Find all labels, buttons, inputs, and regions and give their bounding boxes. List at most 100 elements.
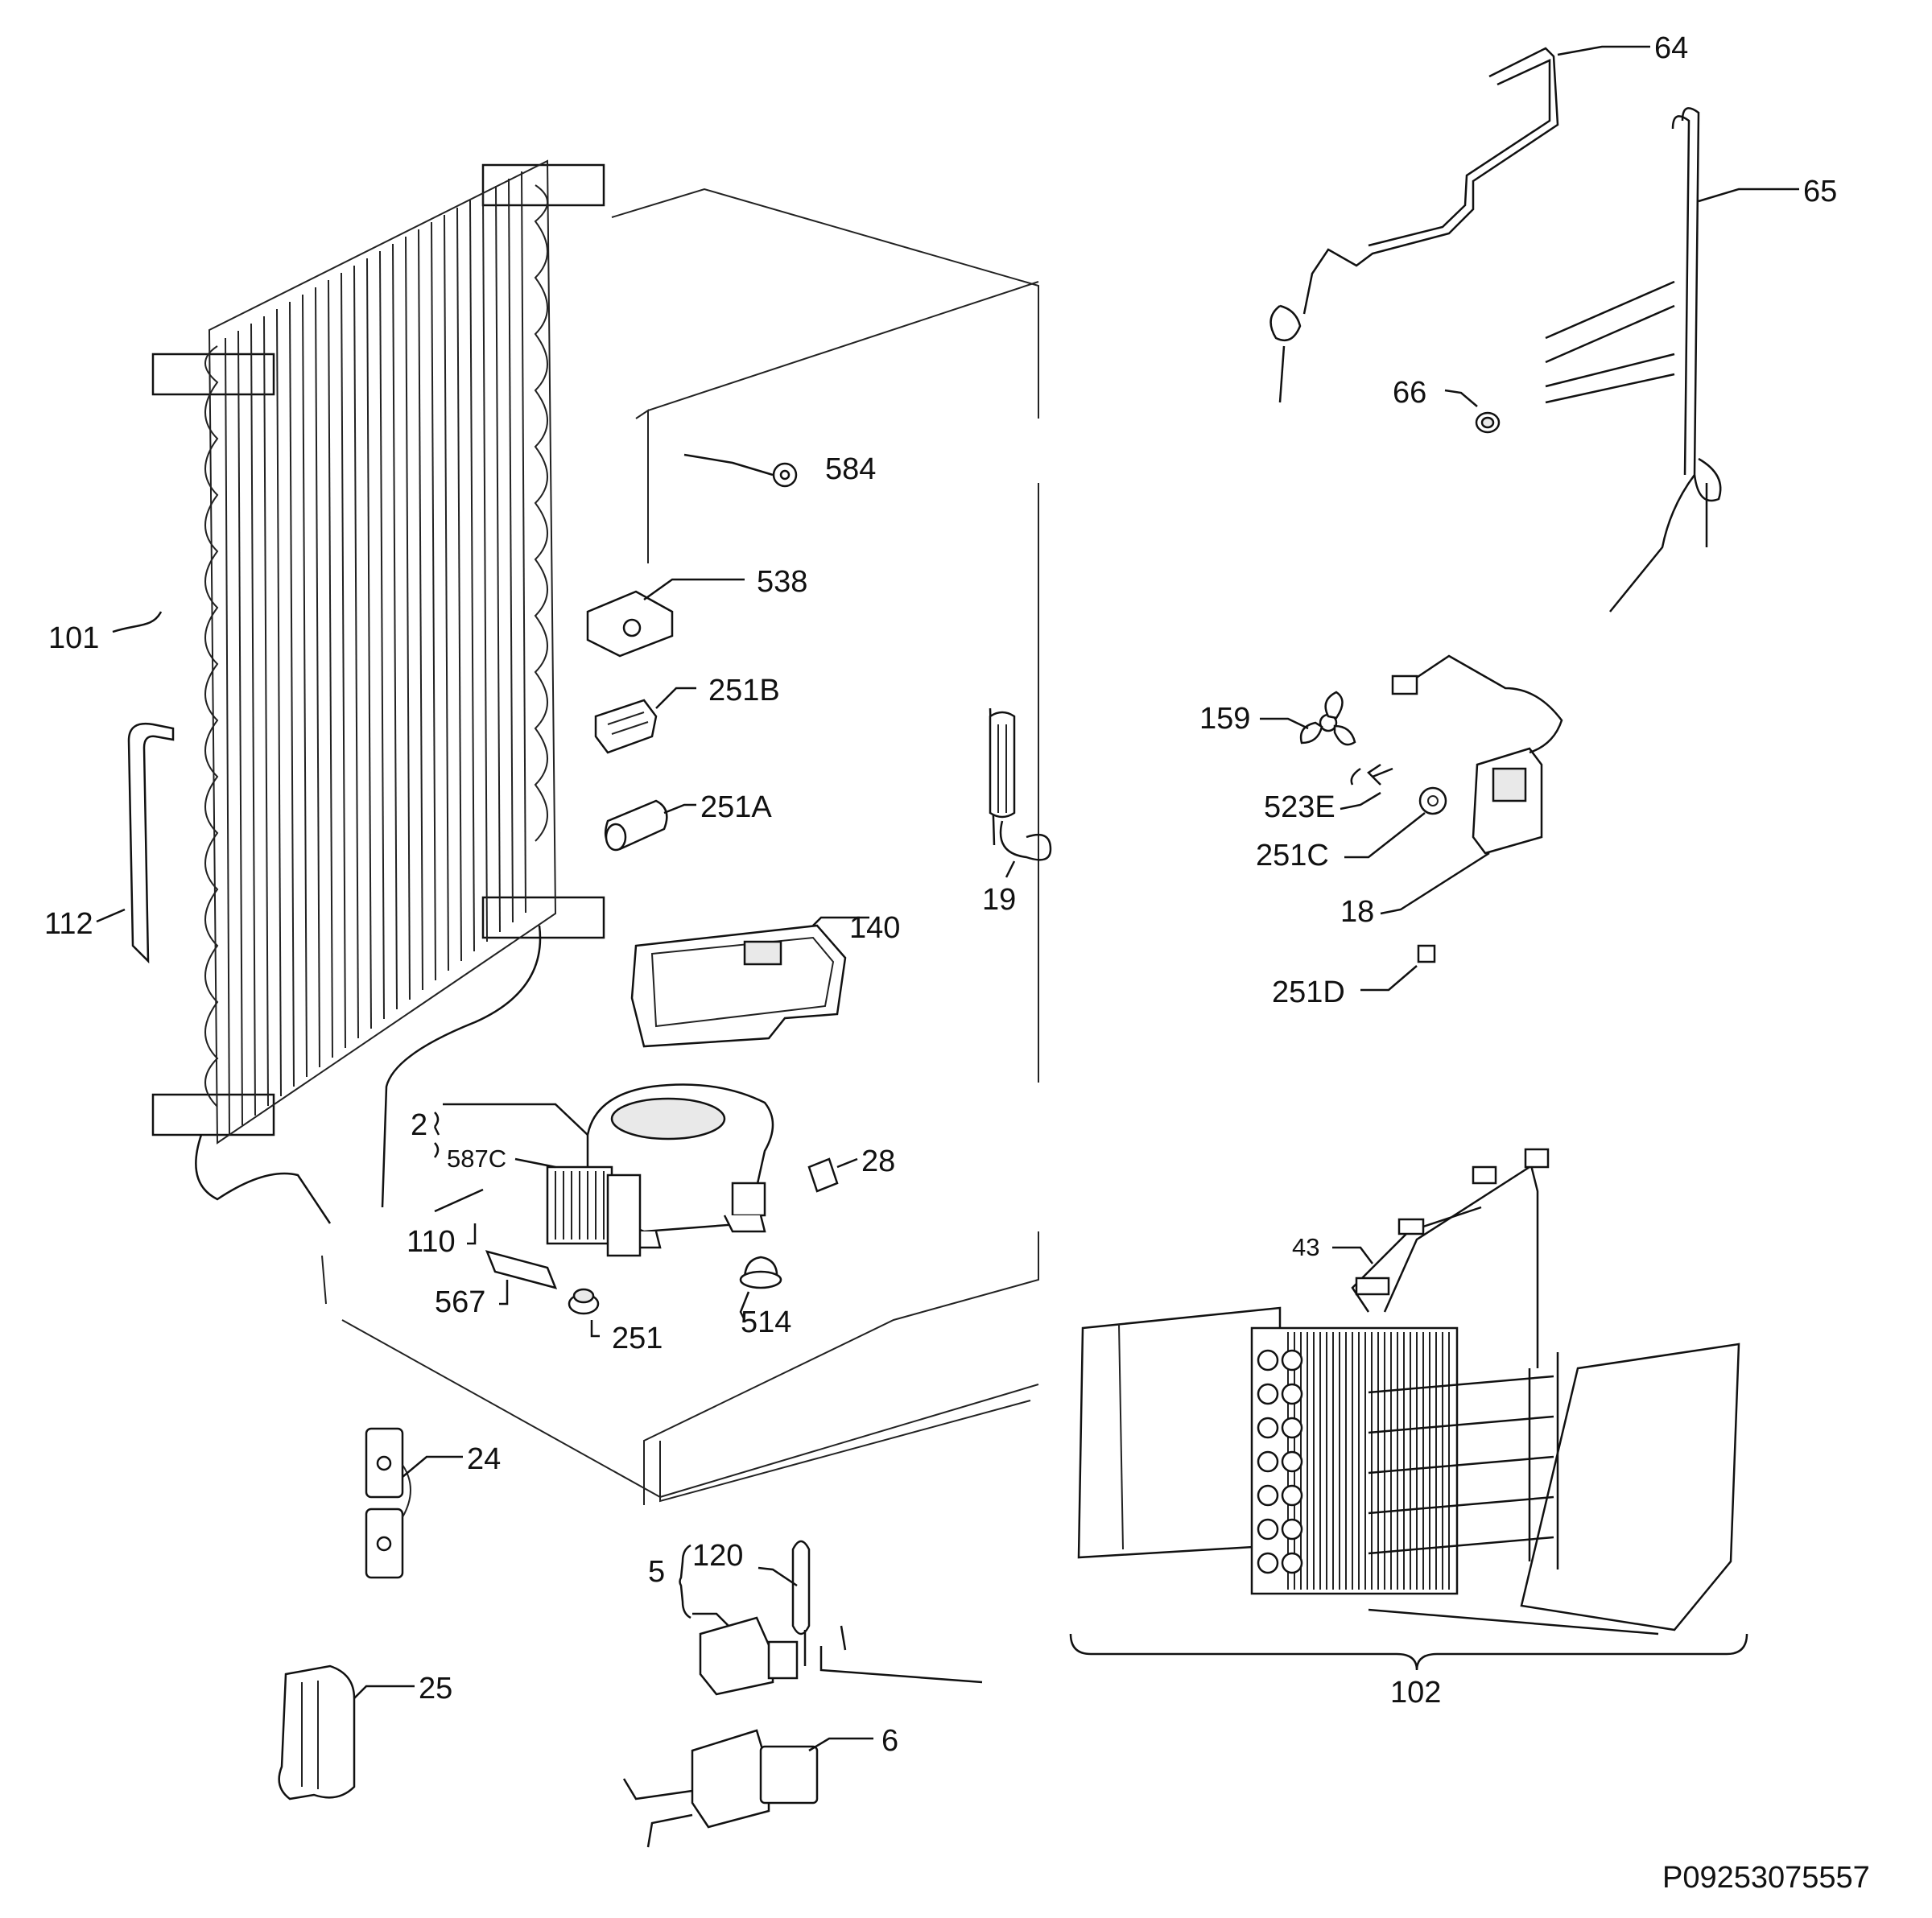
leader-514: [739, 1291, 750, 1321]
condenser-wire: [341, 272, 346, 1049]
leader-28: [836, 1157, 858, 1169]
label-110: 110: [407, 1225, 456, 1259]
condenser-101: [151, 159, 605, 1224]
leader-120: [758, 1566, 798, 1587]
label-66: 66: [1393, 376, 1426, 410]
label-43: 43: [1292, 1233, 1319, 1261]
fan-motor-18: [1391, 654, 1563, 855]
label-102: 102: [1390, 1676, 1441, 1710]
label-2: 2: [411, 1108, 427, 1142]
evaporator-tube-end: [1257, 1484, 1279, 1507]
label-514: 514: [741, 1305, 791, 1339]
label-18: 18: [1340, 895, 1374, 929]
label-587C: 587C: [447, 1145, 506, 1173]
condenser-wire: [328, 279, 333, 1058]
relay-587C: [546, 1165, 642, 1257]
evaporator-tube-end: [1281, 1383, 1303, 1405]
cover-25: [278, 1664, 356, 1800]
leader-251C: [1344, 812, 1426, 859]
leader-43: [1332, 1246, 1373, 1264]
label-24: 24: [467, 1442, 501, 1476]
condenser-wire: [418, 229, 423, 991]
label-251A: 251A: [700, 790, 772, 824]
condenser-wire: [237, 330, 243, 1126]
evaporator-tube-end: [1281, 1417, 1303, 1439]
condenser-wire: [276, 308, 282, 1097]
evaporator-102: [1077, 1148, 1740, 1635]
label-159: 159: [1199, 702, 1250, 736]
label-584: 584: [825, 452, 876, 486]
condenser-wire: [263, 316, 269, 1107]
bracket-24: [365, 1427, 411, 1579]
label-6: 6: [881, 1724, 898, 1758]
condenser-wire: [302, 294, 308, 1078]
label-25: 25: [419, 1672, 452, 1706]
tube-64: [1269, 47, 1559, 403]
condenser-wire: [225, 337, 230, 1136]
leader-587C: [514, 1157, 556, 1169]
leader-251B: [655, 687, 696, 709]
tube-65: [1545, 107, 1722, 613]
leader-19: [1005, 860, 1016, 878]
evaporator-tube-end: [1281, 1552, 1303, 1574]
nut-66: [1475, 411, 1501, 434]
label-28: 28: [861, 1145, 895, 1178]
evaporator-tube-end: [1257, 1552, 1279, 1574]
leader-110: [467, 1223, 477, 1245]
drawing-code: P09253075557: [1662, 1861, 1870, 1895]
label-251D: 251D: [1272, 975, 1345, 1009]
label-19: 19: [982, 883, 1016, 917]
evaporator-tube-end: [1257, 1383, 1279, 1405]
condenser-wire: [495, 185, 501, 933]
label-65: 65: [1803, 175, 1837, 208]
leader-251: [590, 1320, 600, 1338]
leader-2: [443, 1103, 588, 1136]
leader-112: [96, 908, 126, 923]
label-64: 64: [1654, 31, 1688, 65]
evaporator-tube-end: [1281, 1450, 1303, 1473]
plate-567: [485, 1250, 558, 1289]
label-140: 140: [849, 911, 900, 945]
condenser-wire: [405, 236, 411, 1000]
condenser-wire: [353, 265, 359, 1039]
gear-251C: [1418, 786, 1447, 815]
condenser-wire: [469, 200, 475, 952]
rod-110: [434, 1188, 484, 1213]
evaporator-tube-end: [1281, 1349, 1303, 1371]
condenser-bracket: [481, 896, 605, 939]
solenoid-valve-5: [699, 1540, 983, 1696]
condenser-wire: [431, 221, 436, 981]
label-5: 5: [648, 1555, 665, 1589]
leader-101: [112, 611, 163, 633]
leader-567: [499, 1280, 509, 1305]
block-538: [586, 590, 674, 658]
leader-523E: [1340, 791, 1381, 811]
leader-140: [812, 916, 869, 926]
sleeve-251A: [604, 799, 668, 852]
leader-24: [402, 1455, 463, 1478]
valve-514: [739, 1256, 782, 1289]
condenser-wire: [444, 214, 449, 971]
evaporator-tube-end: [1257, 1417, 1279, 1439]
drip-tray-140: [630, 924, 847, 1048]
evaporator-tube-end: [1257, 1518, 1279, 1541]
condenser-wire: [379, 250, 385, 1020]
valve-6: [622, 1729, 819, 1848]
leader-251A: [663, 803, 696, 815]
condenser-wire: [250, 323, 256, 1116]
evaporator-tube-end: [1257, 1349, 1279, 1371]
insulation-tube-112: [127, 722, 175, 964]
evaporator-tube-end: [1257, 1450, 1279, 1473]
leader-65: [1698, 188, 1799, 203]
condenser-wire: [315, 287, 320, 1068]
condenser-bracket: [481, 163, 605, 207]
label-251C: 251C: [1256, 839, 1329, 872]
leader-64: [1557, 45, 1650, 56]
condenser-wire: [289, 301, 295, 1087]
brace-2: [433, 1112, 440, 1158]
leader-25: [353, 1685, 415, 1699]
leader-5: [692, 1612, 729, 1627]
label-112: 112: [44, 907, 93, 941]
